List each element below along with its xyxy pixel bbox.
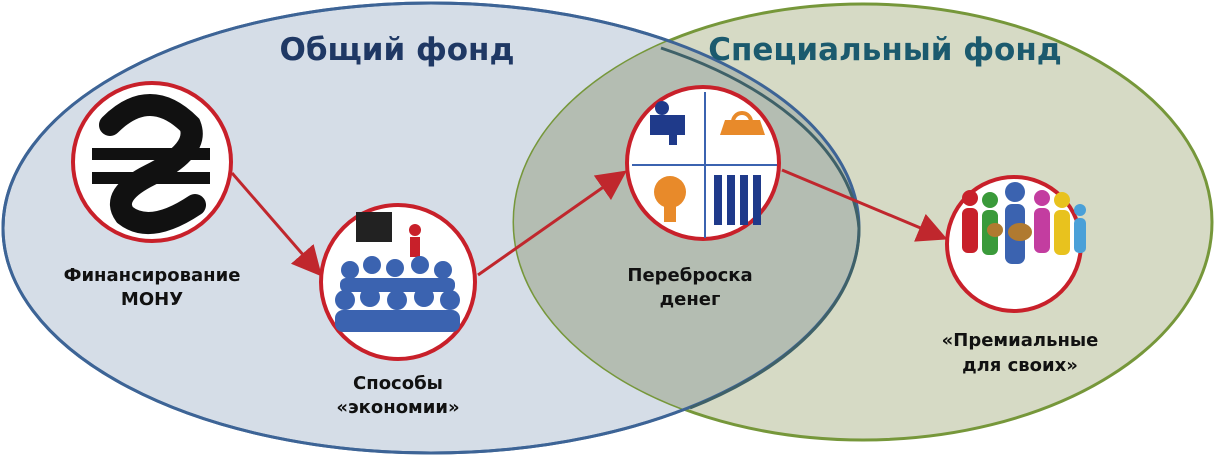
svg-text:МОНУ: МОНУ bbox=[121, 289, 183, 310]
node-bonuses: «Премиальные для своих» bbox=[942, 175, 1099, 376]
arrow-3 bbox=[781, 168, 948, 242]
hryvnia-icon bbox=[92, 94, 210, 234]
svg-text:Способы: Способы bbox=[353, 373, 443, 394]
node-savings: Способы «экономии» bbox=[319, 203, 477, 418]
svg-text:«Премиальные: «Премиальные bbox=[942, 330, 1099, 351]
utilities-icon bbox=[632, 92, 777, 238]
svg-text:для своих»: для своих» bbox=[962, 355, 1078, 376]
people-money-icon bbox=[962, 182, 1086, 264]
special-fund-title: Специальный фонд bbox=[708, 32, 1062, 68]
svg-text:Переброска: Переброска bbox=[627, 265, 752, 286]
svg-text:«экономии»: «экономии» bbox=[336, 397, 459, 418]
node-transfer: Переброска денег bbox=[625, 85, 781, 310]
arrow-2 bbox=[477, 170, 627, 277]
node-financing: Финансирование МОНУ bbox=[64, 81, 241, 310]
svg-text:Финансирование: Финансирование bbox=[64, 265, 241, 286]
svg-text:денег: денег bbox=[660, 289, 721, 310]
arrow-1 bbox=[230, 172, 322, 277]
audience-icon bbox=[335, 212, 460, 332]
general-fund-title: Общий фонд bbox=[279, 32, 514, 68]
